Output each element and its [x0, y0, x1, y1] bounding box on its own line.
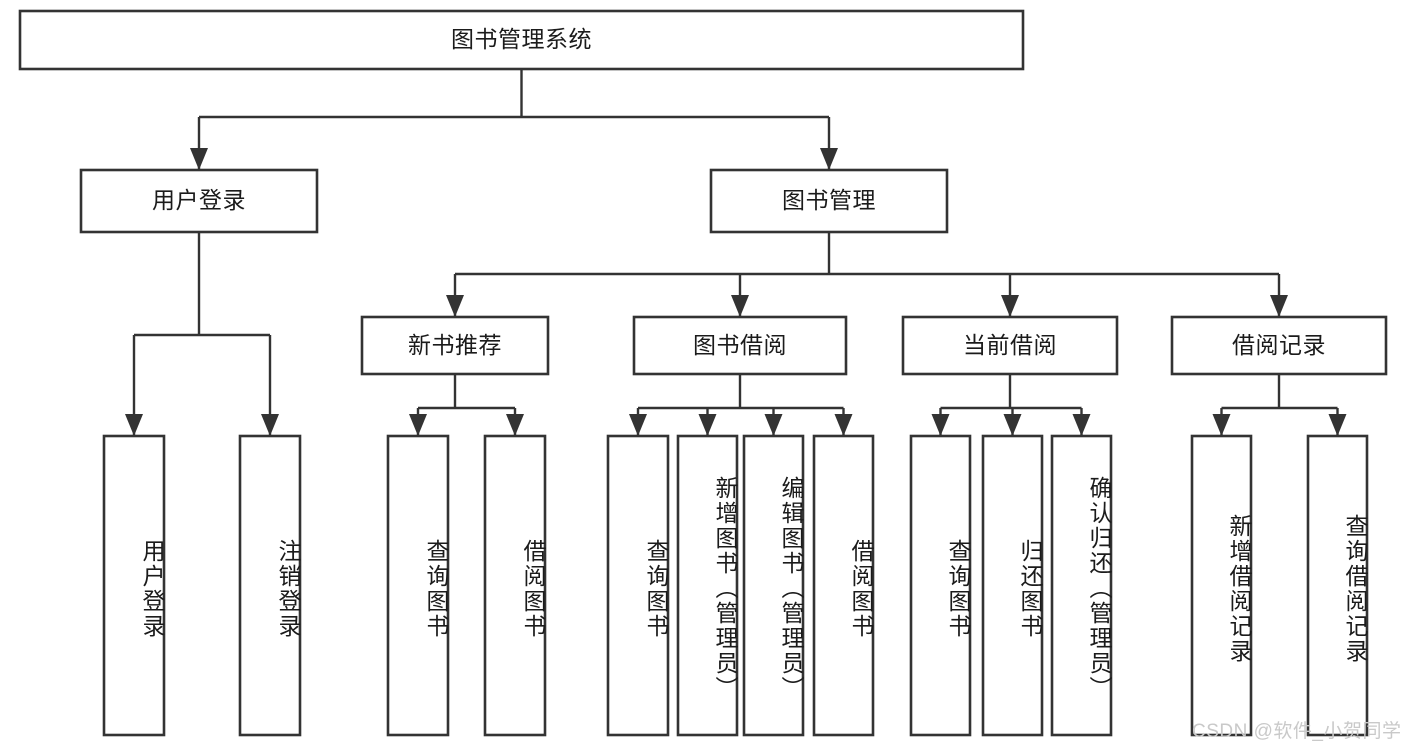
leaf-node-box-1[interactable] [238, 434, 302, 737]
level3-node-box-1[interactable] [632, 315, 848, 376]
leaf-arrow-2-0 [931, 414, 950, 436]
leaf-node-box-0[interactable] [102, 434, 166, 737]
level3-arrow-3 [1270, 295, 1288, 317]
leaf-node-box-11[interactable] [1190, 434, 1253, 737]
level2-arrow-1 [820, 148, 838, 170]
leaf-node-box-9[interactable] [981, 434, 1044, 737]
level3-node-box-2[interactable] [901, 315, 1119, 376]
leaf-arrow-1-2 [764, 414, 783, 436]
level3-node-box-3[interactable] [1170, 315, 1388, 376]
leaf-node-box-2[interactable] [386, 434, 450, 737]
leaf-node-box-4[interactable] [606, 434, 670, 737]
leaf-arrow-2-2 [1072, 414, 1091, 436]
level2-node-box-0[interactable] [79, 168, 319, 234]
leaf-arrow-3-1 [1328, 414, 1347, 436]
login-leaf-arrow-1 [261, 414, 279, 436]
level3-arrow-0 [446, 295, 464, 317]
leaf-node-box-5[interactable] [676, 434, 739, 737]
leaf-node-box-6[interactable] [742, 434, 805, 737]
leaf-node-box-7[interactable] [812, 434, 875, 737]
root-node-box-0[interactable] [18, 9, 1025, 71]
leaf-node-box-3[interactable] [483, 434, 547, 737]
level2-node-box-1[interactable] [709, 168, 949, 234]
connector-links-layer [125, 69, 1347, 436]
level3-node-box-0[interactable] [360, 315, 550, 376]
leaf-arrow-2-1 [1003, 414, 1022, 436]
level2-arrow-0 [190, 148, 208, 170]
leaf-arrow-1-3 [834, 414, 853, 436]
leaf-arrow-0-1 [506, 414, 524, 436]
leaf-arrow-3-0 [1212, 414, 1231, 436]
level3-arrow-2 [1001, 295, 1019, 317]
csdn-watermark: CSDN @软件_小贺同学 [1192, 721, 1402, 742]
node-boxes-layer [18, 9, 1388, 737]
leaf-arrow-0-0 [409, 414, 427, 436]
leaf-node-box-10[interactable] [1050, 434, 1113, 737]
leaf-node-box-12[interactable] [1306, 434, 1369, 737]
login-leaf-arrow-0 [125, 414, 143, 436]
leaf-arrow-1-1 [698, 414, 717, 436]
leaf-node-box-8[interactable] [909, 434, 972, 737]
leaf-arrow-1-0 [629, 414, 647, 436]
level3-arrow-1 [731, 295, 749, 317]
